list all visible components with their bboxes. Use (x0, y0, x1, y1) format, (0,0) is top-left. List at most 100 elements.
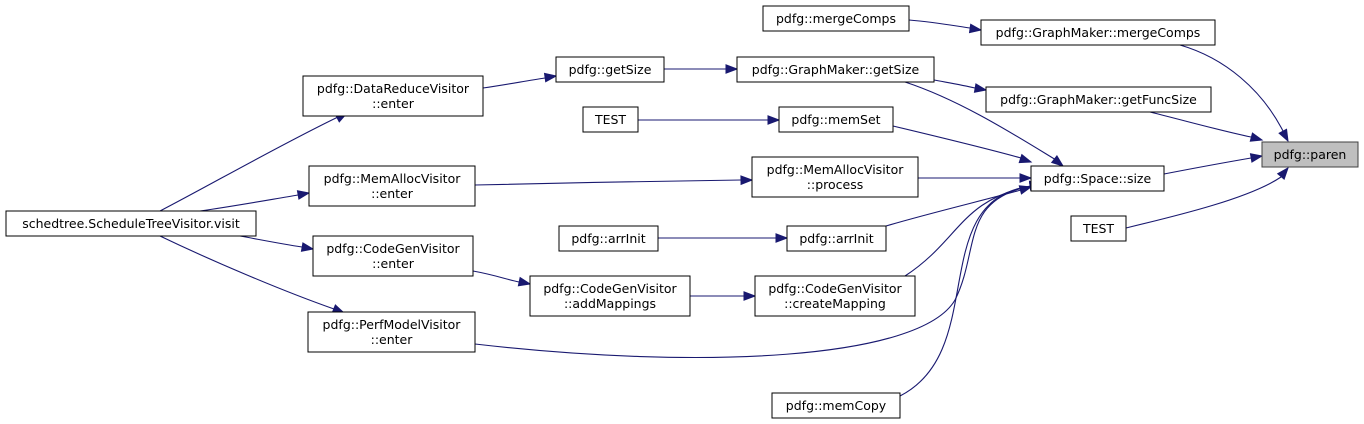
node-box (762, 5, 910, 32)
node-label: pdfg::GraphMaker::getSize (752, 62, 920, 77)
node-label: pdfg::CodeGenVisitor (326, 241, 460, 256)
node-label: pdfg::GraphMaker::getFuncSize (1000, 92, 1197, 107)
node-gm-merge[interactable]: pdfg::GraphMaker::mergeComps (980, 19, 1216, 46)
node-box (302, 75, 484, 117)
edge-visit-to-pmv_enter (159, 235, 346, 314)
edge-visit-to-mav_enter (199, 190, 311, 212)
node-visit[interactable]: schedtree.ScheduleTreeVisitor.visit (5, 210, 257, 237)
edge-space_size-to-paren (1163, 153, 1264, 175)
node-box (307, 311, 476, 353)
node-label: ::enter (371, 332, 414, 347)
node-label: pdfg::mergeComps (776, 11, 896, 26)
node-box (736, 56, 935, 83)
node-merge[interactable]: pdfg::mergeComps (762, 5, 910, 32)
edge-test_right-to-paren (1125, 166, 1289, 229)
edge-line (159, 235, 335, 310)
node-memset[interactable]: pdfg::memSet (778, 106, 894, 133)
node-space-size[interactable]: pdfg::Space::size (1030, 165, 1165, 192)
edge-line (474, 185, 1032, 359)
node-label: pdfg::CodeGenVisitor (543, 281, 677, 296)
node-test-left[interactable]: TEST (582, 106, 639, 133)
edge-mav_enter-to-mav_process (474, 175, 754, 186)
edge-arrowhead-icon (973, 83, 988, 93)
node-drv-enter[interactable]: pdfg::DataReduceVisitor::enter (302, 75, 484, 117)
node-box (1070, 215, 1127, 242)
edge-gm_funcsize-to-paren (1149, 111, 1264, 142)
edge-arrowhead-icon (740, 175, 754, 186)
edge-line (474, 179, 742, 186)
edge-arrowhead-icon (767, 115, 781, 125)
edge-line (482, 77, 546, 89)
edge-arrowhead-icon (775, 233, 789, 243)
node-label: TEST (594, 112, 626, 127)
node-box (1030, 165, 1165, 192)
edge-line (1163, 157, 1252, 175)
edge-cgv_enter-to-cgv_add (472, 270, 532, 287)
edge-arrowhead-icon (743, 291, 757, 301)
node-gm-getsize[interactable]: pdfg::GraphMaker::getSize (736, 56, 935, 83)
edge-line (892, 125, 1022, 159)
edge-test_left-to-memset (638, 115, 781, 125)
edge-arrowhead-icon (296, 190, 311, 200)
edge-visit-to-cgv_enter (239, 235, 315, 252)
node-cgv-create[interactable]: pdfg::CodeGenVisitor::createMapping (754, 275, 916, 317)
node-label: pdfg::memSet (791, 112, 880, 127)
node-pmv-enter[interactable]: pdfg::PerfModelVisitor::enter (307, 311, 476, 353)
node-box (754, 275, 916, 317)
edge-arrowhead-icon (1050, 155, 1065, 167)
edge-arrowhead-icon (1249, 132, 1264, 142)
node-arrinit-mid[interactable]: pdfg::arrInit (786, 225, 887, 252)
node-paren[interactable]: pdfg::paren (1261, 141, 1359, 168)
edge-gm_getsize-to-gm_funcsize (933, 79, 988, 93)
node-box (558, 225, 659, 252)
node-label: pdfg::CodeGenVisitor (768, 281, 902, 296)
node-label: ::createMapping (784, 296, 886, 311)
node-box (1261, 141, 1359, 168)
node-cgv-enter[interactable]: pdfg::CodeGenVisitor::enter (312, 235, 474, 277)
edge-line (933, 79, 976, 89)
edge-gm_merge-to-paren (1179, 44, 1289, 143)
node-label: ::addMappings (564, 296, 656, 311)
edge-line (1125, 176, 1282, 229)
edge-mav_process-to-space_size (918, 173, 1033, 183)
node-box (786, 225, 887, 252)
node-mav-process[interactable]: pdfg::MemAllocVisitor::process (751, 156, 919, 198)
edge-gm_getsize-to-space_size (904, 81, 1065, 167)
node-label: ::enter (372, 256, 415, 271)
node-label: pdfg::Space::size (1044, 171, 1152, 186)
edge-pmv_enter-to-space_size (474, 180, 1043, 359)
edge-memset-to-space_size (892, 125, 1033, 164)
edge-line (904, 81, 1057, 161)
node-label: pdfg::GraphMaker::mergeComps (996, 25, 1201, 40)
node-box (308, 165, 476, 207)
node-box (751, 156, 919, 198)
node-label: pdfg::memCopy (786, 398, 887, 413)
node-label: pdfg::PerfModelVisitor (323, 317, 462, 332)
edge-line (159, 116, 339, 212)
node-cgv-add[interactable]: pdfg::CodeGenVisitor::addMappings (529, 275, 691, 317)
edge-line (199, 194, 299, 212)
edges-layer (159, 19, 1289, 397)
edge-line (1149, 111, 1252, 138)
node-mav-enter[interactable]: pdfg::MemAllocVisitor::enter (308, 165, 476, 207)
node-memcopy[interactable]: pdfg::memCopy (771, 392, 901, 419)
node-box (985, 86, 1212, 113)
edge-arrowhead-icon (1278, 128, 1289, 143)
edge-line (1179, 44, 1284, 132)
node-box (771, 392, 901, 419)
edge-arrowhead-icon (968, 23, 983, 34)
node-box (980, 19, 1216, 46)
edge-cgv_add-to-cgv_create (690, 291, 757, 301)
edge-line (239, 235, 303, 248)
node-box (5, 210, 257, 237)
node-arrinit-left[interactable]: pdfg::arrInit (558, 225, 659, 252)
edge-arrowhead-icon (300, 242, 315, 252)
node-test-right[interactable]: TEST (1070, 215, 1127, 242)
edge-arrinit_left-to-arrinit_mid (657, 233, 789, 243)
node-box (312, 235, 474, 277)
node-label: pdfg::MemAllocVisitor (767, 162, 905, 177)
node-gm-funcsize[interactable]: pdfg::GraphMaker::getFuncSize (985, 86, 1212, 113)
edge-line (908, 19, 971, 29)
node-getsize[interactable]: pdfg::getSize (555, 56, 665, 83)
